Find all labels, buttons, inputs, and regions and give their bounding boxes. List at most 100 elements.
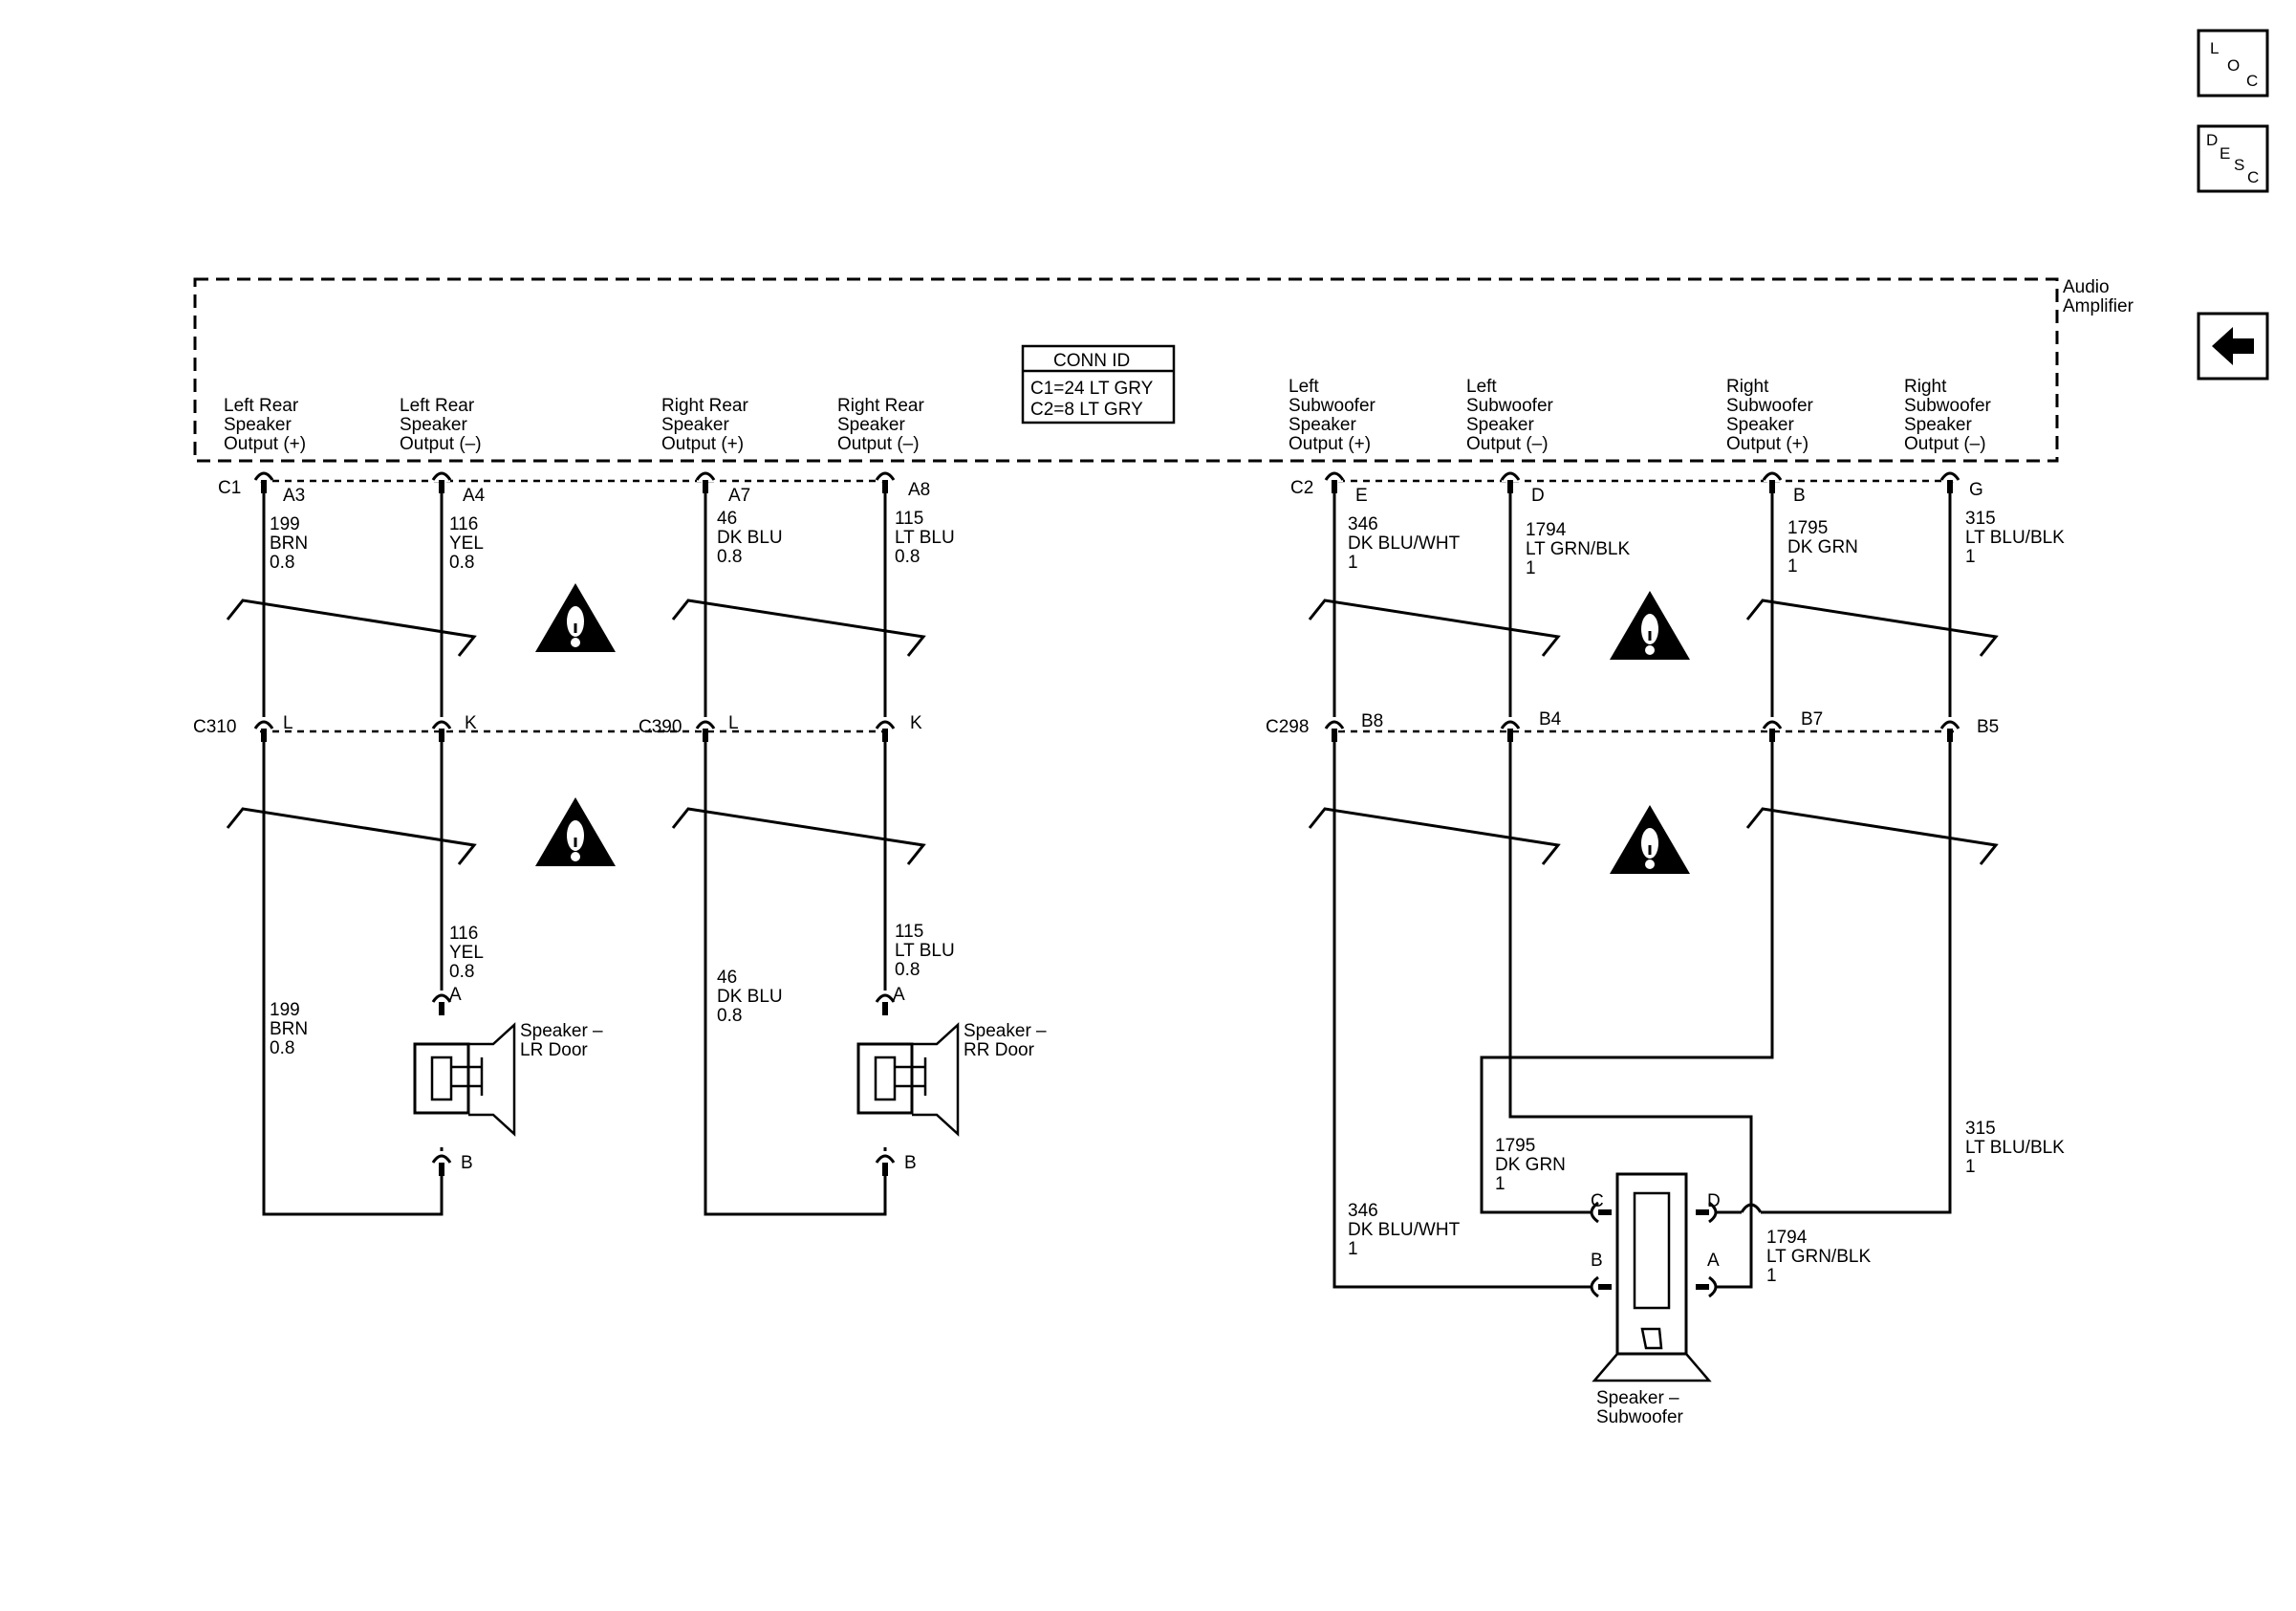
loc-button[interactable]: L O C: [2197, 29, 2269, 98]
connector-terminals: [253, 468, 1960, 1298]
connector-c298-label: C298: [1266, 717, 1309, 737]
pin-top-a7: A7: [728, 486, 750, 506]
speaker-rr-label-line2: RR Door: [964, 1040, 1035, 1060]
speaker-rr-pin-a: A: [893, 985, 905, 1005]
speaker-lr-label-line2: LR Door: [520, 1040, 588, 1060]
connector-terminal: [695, 717, 716, 742]
connector-terminal: [431, 468, 452, 493]
svg-text:DK BLU/WHT: DK BLU/WHT: [1348, 1220, 1461, 1240]
speaker-subwoofer: C D B A Speaker – Subwoofer: [1591, 1172, 1721, 1427]
pin-mid-l-right: L: [728, 713, 739, 733]
speaker-rr-door: A B Speaker – RR Door: [856, 985, 1047, 1173]
svg-text:YEL: YEL: [449, 943, 484, 963]
svg-text:1: 1: [1348, 553, 1358, 573]
wire-label-bottom-1794: 1794 LT GRN/BLK 1: [1766, 1228, 1871, 1286]
connector-terminal: [253, 717, 274, 742]
svg-text:Speaker: Speaker: [837, 415, 905, 435]
connector-c310-label: C310: [193, 717, 236, 737]
wire-break-icon: [1745, 807, 1999, 865]
pin-mid-k-right: K: [910, 713, 922, 733]
svg-text:0.8: 0.8: [270, 1038, 294, 1058]
connector-terminal: [431, 717, 452, 742]
svg-text:315: 315: [1965, 509, 1996, 529]
wire-break-icon: [1745, 599, 1999, 657]
svg-text:116: 116: [449, 514, 478, 534]
svg-text:LT GRN/BLK: LT GRN/BLK: [1526, 539, 1630, 559]
pin-mid-b8: B8: [1361, 711, 1383, 731]
svg-text:Speaker: Speaker: [1466, 415, 1534, 435]
svg-text:0.8: 0.8: [449, 553, 474, 573]
svg-text:0.8: 0.8: [717, 547, 742, 567]
connector-terminal: [1762, 717, 1783, 742]
wire-label-bottom-199: 199 BRN 0.8: [270, 1000, 308, 1058]
svg-text:1: 1: [1787, 556, 1798, 577]
connector-terminal: [695, 468, 716, 493]
svg-text:Output (+): Output (+): [1289, 434, 1371, 454]
svg-text:1795: 1795: [1495, 1136, 1535, 1156]
svg-text:0.8: 0.8: [895, 547, 920, 567]
svg-text:LT GRN/BLK: LT GRN/BLK: [1766, 1247, 1871, 1267]
warning-triangle-icon: [535, 797, 616, 866]
svg-text:46: 46: [717, 968, 737, 988]
svg-text:Output (–): Output (–): [1466, 434, 1549, 454]
svg-text:Right Rear: Right Rear: [837, 396, 924, 416]
speaker-lr-door: A B Speaker – LR Door: [413, 985, 603, 1173]
warning-triangle-icon: [1610, 591, 1690, 660]
svg-text:YEL: YEL: [449, 533, 484, 554]
wire-break-icon: [226, 807, 477, 865]
svg-text:DK GRN: DK GRN: [1495, 1155, 1566, 1175]
wire-label-bottom-346: 346 DK BLU/WHT 1: [1348, 1201, 1461, 1259]
loc-letter-o: O: [2227, 56, 2240, 75]
svg-text:Subwoofer: Subwoofer: [1904, 396, 1992, 416]
desc-letter-d: D: [2206, 131, 2218, 149]
subwoofer-terminal: [1590, 1275, 1612, 1298]
subwoofer-label-line2: Subwoofer: [1596, 1407, 1684, 1427]
svg-text:Left Rear: Left Rear: [400, 396, 475, 416]
wire-break-icon: [671, 807, 926, 865]
connector-terminal: [1324, 468, 1345, 493]
svg-text:346: 346: [1348, 514, 1378, 534]
conn-id-title: CONN ID: [1053, 351, 1130, 371]
svg-text:115: 115: [895, 922, 923, 942]
svg-text:Output (+): Output (+): [661, 434, 744, 454]
back-button[interactable]: [2197, 312, 2269, 381]
connector-terminal: [1500, 468, 1521, 493]
svg-text:Left Rear: Left Rear: [224, 396, 299, 416]
svg-text:Left: Left: [1466, 377, 1497, 397]
svg-text:1: 1: [1495, 1174, 1505, 1194]
speaker-lr-label-line1: Speaker –: [520, 1021, 603, 1041]
wire-label-bottom-46: 46 DK BLU 0.8: [717, 968, 783, 1026]
desc-button[interactable]: D E S C: [2197, 124, 2269, 193]
svg-text:Output (–): Output (–): [837, 434, 920, 454]
output-label-rr-minus: Right Rear Speaker Output (–): [837, 396, 924, 454]
speaker-lr-pin-b: B: [461, 1153, 473, 1173]
svg-text:0.8: 0.8: [449, 962, 474, 982]
connector-terminal: [875, 468, 896, 493]
wire-break-icons: [226, 599, 1999, 865]
pin-mid-b4: B4: [1539, 709, 1562, 729]
wire-label-top-46: 46 DK BLU 0.8: [717, 509, 783, 567]
svg-text:1: 1: [1766, 1266, 1777, 1286]
connector-c390-label: C390: [639, 717, 682, 737]
wire-label-bottom-116: 116 YEL 0.8: [449, 924, 484, 982]
wires-subwoofer: [1332, 478, 1952, 1289]
subwoofer-terminal: [1590, 1201, 1612, 1224]
subwoofer-terminal: [1696, 1275, 1718, 1298]
wire-label-bottom-1795: 1795 DK GRN 1: [1495, 1136, 1566, 1194]
svg-text:DK BLU: DK BLU: [717, 987, 783, 1007]
svg-text:1: 1: [1965, 1157, 1976, 1177]
pin-mid-k-left: K: [465, 713, 477, 733]
svg-text:1795: 1795: [1787, 518, 1828, 538]
svg-text:Output (–): Output (–): [1904, 434, 1986, 454]
svg-text:DK BLU/WHT: DK BLU/WHT: [1348, 533, 1461, 554]
svg-text:Subwoofer: Subwoofer: [1289, 396, 1376, 416]
wire-label-top-346: 346 DK BLU/WHT 1: [1348, 514, 1461, 573]
speaker-rr-label-line1: Speaker –: [964, 1021, 1047, 1041]
speaker-rr-pin-b: B: [904, 1153, 917, 1173]
wire-label-bottom-115: 115 LT BLU 0.8: [895, 922, 955, 980]
audio-amplifier: Audio Amplifier: [193, 277, 2134, 463]
svg-text:199: 199: [270, 514, 300, 534]
pin-mid-b5: B5: [1977, 717, 1999, 737]
pin-top-a8: A8: [908, 480, 930, 500]
